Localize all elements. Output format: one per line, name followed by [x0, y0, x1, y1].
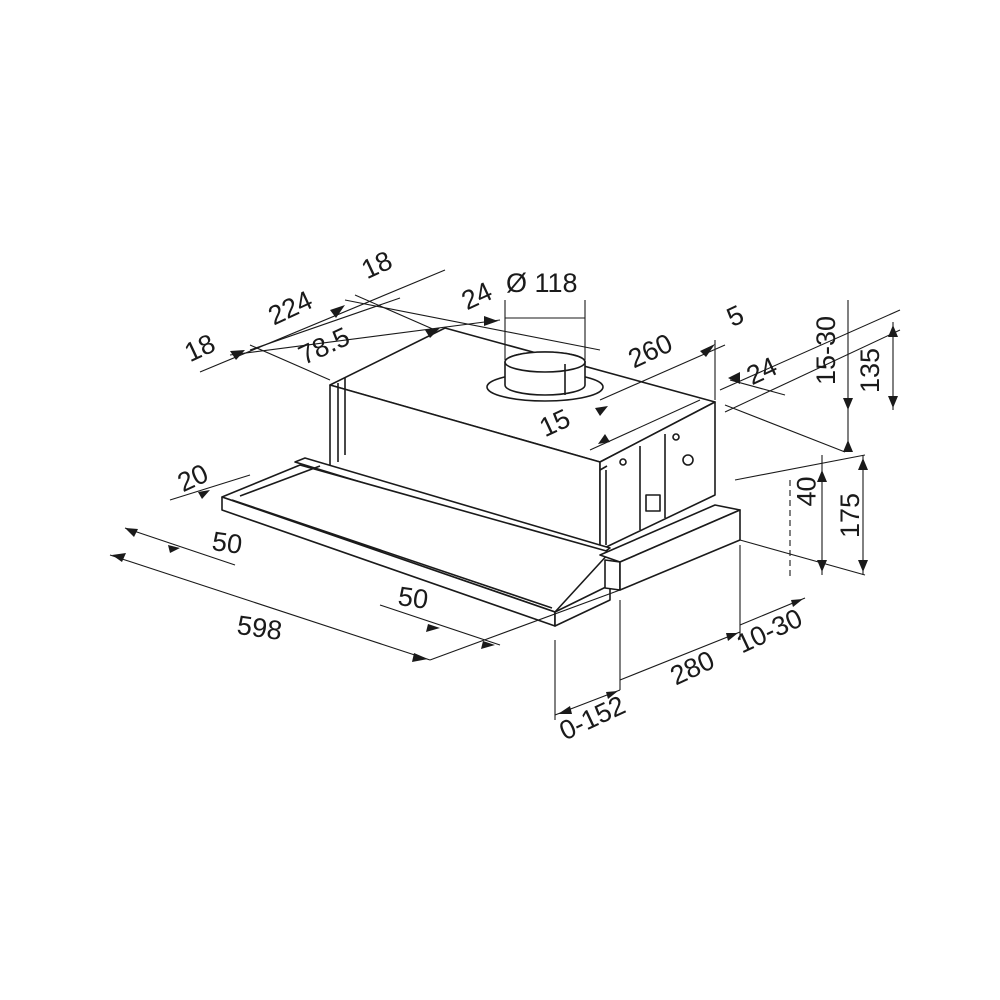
dim-front-50: 50 [396, 581, 431, 615]
dim-height-40: 40 [791, 476, 822, 507]
dim-duct-diameter: Ø 118 [506, 268, 578, 298]
dim-width-598: 598 [235, 610, 285, 646]
visor [221, 457, 611, 627]
arrowheads [112, 305, 898, 714]
dim-height-175: 175 [835, 492, 866, 539]
duct-collar [486, 351, 604, 402]
dim-height-15-30: 15-30 [811, 315, 842, 386]
dim-left-50: 50 [210, 526, 245, 560]
base-block [599, 504, 741, 591]
dim-height-135: 135 [855, 347, 886, 394]
